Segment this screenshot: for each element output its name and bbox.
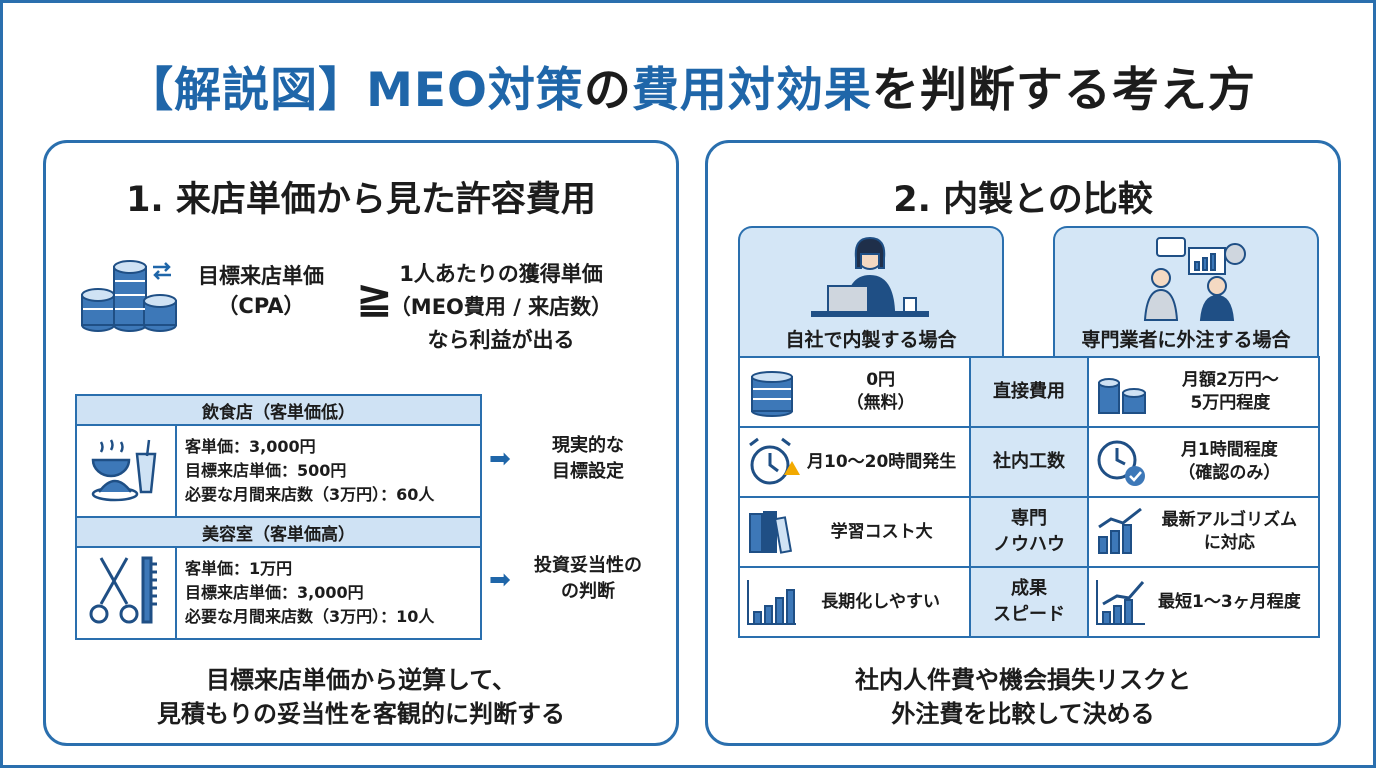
row-label: 直接費用 — [993, 381, 1066, 402]
outsource-label: 専門業者に外注する場合 — [1081, 329, 1291, 351]
case-table: 飲食店（客単価低） 客単価：3,00 — [75, 394, 482, 640]
inhouse-speed: 長期化しやすい — [821, 591, 941, 612]
arrow-right-icon: ➡ — [489, 565, 511, 595]
case-header-salon: 美容室（客単価高） — [75, 516, 482, 548]
panel-right-conclusion: 社内人件費や機会損失リスクと 外注費を比較して決める — [855, 666, 1191, 728]
outsource-direct-cost: 月額2万円〜 5万円程度 — [1181, 370, 1279, 413]
row-label-direct-cost: 直接費用 — [969, 356, 1089, 428]
title-part-3: 費用対効果 — [631, 63, 872, 118]
case-header-restaurant: 飲食店（客単価低） — [75, 394, 482, 426]
cpa-label: 目標来店単価 （CPA） — [198, 264, 324, 318]
case-icon-cell — [75, 546, 177, 640]
table-row: 月10〜20時間発生 社内工数 月1時間程度 （確認のみ） — [737, 426, 1321, 498]
case-details-salon: 客単価：1万円 目標来店単価：3,000円 必要な月間来店数（3万円）：10人 — [175, 546, 482, 640]
note-salon: 投資妥当性の の判断 — [534, 555, 642, 602]
title-part-1: 【解説図】MEO対策 — [126, 63, 584, 118]
coins-icon — [1097, 378, 1146, 414]
row-label: 成果 スピード — [993, 578, 1066, 625]
row-label: 専門 ノウハウ — [993, 508, 1066, 555]
growth-chart-icon — [1097, 507, 1142, 554]
clock-check-icon — [1097, 440, 1145, 486]
card-inhouse: 自社で内製する場合 — [738, 226, 1004, 356]
panel-inhouse-comparison: 2. 内製との比較 自社で内製する場合 — [705, 140, 1341, 746]
woman-laptop-icon — [811, 236, 929, 317]
case-details-restaurant: 客単価：3,000円 目標来店単価：500円 必要な月間来店数（3万円）：60人 — [175, 424, 482, 518]
title-part-2: の — [583, 63, 632, 118]
coins-icon — [81, 260, 177, 332]
arrow-right-icon: ➡ — [489, 444, 511, 474]
case-line: 必要な月間来店数（3万円）：60人 — [185, 485, 435, 504]
scissors-comb-icon — [89, 556, 157, 624]
books-icon — [749, 511, 793, 554]
table-row: 0円 （無料） 直接費用 月額2万円〜 5万円程度 — [737, 356, 1321, 428]
table-row: 学習コスト大 専門 ノウハウ 最新アルゴリズム に対応 — [737, 496, 1321, 568]
case-icon-cell — [75, 424, 177, 518]
exchange-arrows-icon — [153, 262, 171, 280]
alarm-clock-icon — [749, 437, 800, 485]
coin-stack-icon — [751, 371, 793, 417]
food-icon — [91, 439, 157, 502]
row-label-expertise: 専門 ノウハウ — [969, 496, 1089, 568]
note-restaurant: 現実的な 目標設定 — [552, 435, 624, 482]
inhouse-label: 自社で内製する場合 — [785, 329, 957, 351]
table-row: 長期化しやすい 成果 スピード 最短1〜3ヶ月程度 — [737, 566, 1321, 638]
geq-symbol: ≧ — [356, 272, 393, 323]
case-line: 客単価：1万円 — [185, 559, 293, 578]
inhouse-expertise: 学習コスト大 — [830, 521, 933, 542]
inhouse-workload: 月10〜20時間発生 — [806, 451, 957, 472]
outsource-workload: 月1時間程度 （確認のみ） — [1178, 440, 1281, 483]
page-title: 【解説図】MEO対策の費用対効果を判断する考え方 — [3, 51, 1376, 120]
inhouse-direct-cost: 0円 （無料） — [846, 370, 915, 413]
row-label-workload: 社内工数 — [969, 426, 1089, 498]
comparison-table: 0円 （無料） 直接費用 月額2万円〜 5万円程度 月10〜20時間発生 社内工… — [737, 356, 1321, 638]
case-line: 目標来店単価：3,000円 — [185, 583, 364, 602]
bar-chart-icon — [747, 580, 796, 625]
growth-chart-icon — [1095, 580, 1145, 625]
panel-left-conclusion: 目標来店単価から逆算して、 見積もりの妥当性を客観的に判断する — [157, 666, 565, 728]
card-outsource: 専門業者に外注する場合 — [1053, 226, 1319, 356]
panel-left-heading: 1. 来店単価から見た許容費用 — [126, 180, 596, 220]
outsource-expertise: 最新アルゴリズム に対応 — [1161, 510, 1298, 553]
acquisition-unit-price-text: 1人あたりの獲得単価 （MEO費用 / 来店数） なら利益が出る — [389, 262, 613, 352]
row-label: 社内工数 — [993, 451, 1066, 472]
outsource-speed: 最短1〜3ヶ月程度 — [1158, 591, 1301, 612]
panel-right-heading: 2. 内製との比較 — [893, 180, 1153, 220]
case-line: 客単価：3,000円 — [185, 437, 316, 456]
panel-store-unit-price: 1. 来店単価から見た許容費用 目標来店単価 （CPA） ≧ 1人あたりの獲得単… — [43, 140, 679, 746]
case-line: 目標来店単価：500円 — [185, 461, 347, 480]
case-line: 必要な月間来店数（3万円）：10人 — [185, 607, 435, 626]
row-label-speed: 成果 スピード — [969, 566, 1089, 638]
meeting-icon — [1143, 237, 1246, 321]
title-part-4: を判断する考え方 — [871, 63, 1256, 118]
